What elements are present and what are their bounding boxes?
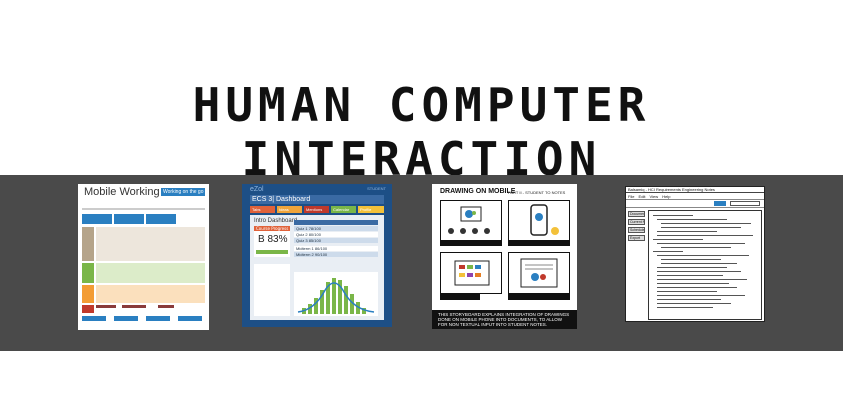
storyboard-panel [508,252,570,294]
sidebar-item-documents: Documents [628,211,645,217]
thumbnail-mobile-working[interactable]: Mobile Working Working on the go [78,184,209,330]
text-line [661,223,751,224]
text-line [657,267,727,268]
table-row: Midterm 2 90/100 [294,252,378,257]
drawing-sketch [454,260,490,286]
text-line [657,283,729,284]
text-line [653,215,693,216]
bar [122,305,146,308]
document-sketch [520,258,558,288]
text-line [661,227,741,228]
panel-caption [440,294,480,300]
toolbar-field [730,201,760,206]
text-line [661,247,731,248]
color-block [178,316,202,321]
text-line [657,275,723,276]
side-list [254,264,290,316]
dashboard-header: ECS 3| Dashboard [250,195,384,204]
toolbar [626,199,764,208]
color-block [114,214,144,224]
tab-ideas: Ideas [277,206,302,213]
text-line [657,307,713,308]
grid-row [96,227,205,261]
tab-tabs: Tabs [250,206,275,213]
text-line [657,235,753,236]
sidebar-item-schedule: Schedule [628,227,645,233]
phone-sketch [530,204,559,236]
table-row: Quiz 1 78/100 [294,226,378,231]
window-titlebar: Balsamiq - HCI Requirements Engineering … [626,187,764,193]
storyboard-title: DRAWING ON MOBILE [440,188,516,195]
bar [158,305,174,308]
text-line [661,263,737,264]
menu-bar: File Edit View Help [628,194,671,199]
panel-caption [508,294,570,300]
color-block [82,214,112,224]
storyboard-footer: THIS STORYBOARD EXPLAINS INTEGRATION OF … [432,310,577,329]
text-line [657,231,717,232]
text-line [657,287,737,288]
thumbnail-tag: Working on the go [161,188,205,196]
text-line [657,303,731,304]
panel-caption [508,240,570,246]
tab-calendar: Calendar [331,206,356,213]
table-row: Quiz 3 85/100 [294,238,378,243]
bell-curve-chart [297,278,375,314]
color-block [114,316,138,321]
row-label [82,227,94,261]
panel-label: Intro Dashboard [254,218,298,224]
user-label: STUDENT [367,186,386,191]
text-line [661,259,721,260]
storyboard-subtitle: PART II - STUDENT TO NOTES [508,190,566,195]
storyboard-panel [508,200,570,246]
thumbnail-storyboard[interactable]: DRAWING ON MOBILE PART II - STUDENT TO N… [432,184,577,329]
storyboard-panel [440,252,502,294]
thumbnail-title: Mobile Working [84,186,160,198]
text-line [653,251,683,252]
divider [82,208,205,210]
color-block [82,316,106,321]
toolbar-button [714,201,726,206]
bar [96,305,116,308]
text-line [657,299,721,300]
row-label [82,305,94,313]
classroom-sketch [448,206,490,234]
page-title: HUMAN COMPUTER INTERACTION [192,78,651,186]
tab-profile: Profile [358,206,384,213]
row-label [82,285,94,303]
grade-value: B 83% [258,234,288,245]
row-label [82,263,94,283]
grid-row [96,263,205,283]
color-block [146,316,170,321]
progress-label: Course Progress [254,226,290,231]
table-row: Quiz 2 80/100 [294,232,378,237]
sidebar-item-current-notes: Current Notes [628,219,645,225]
sidebar-item-export: Export [628,235,645,241]
note-document [648,210,762,320]
panel-caption [440,240,502,246]
distribution-chart [294,272,378,316]
text-line [657,291,717,292]
color-block [146,214,176,224]
thumbnail-notes-wireframe[interactable]: Balsamiq - HCI Requirements Engineering … [625,186,765,322]
thumbnail-dashboard[interactable]: eZol STUDENT ECS 3| Dashboard Tabs Ideas… [242,184,392,327]
logo: eZol [250,186,264,193]
tab-mentions: Mentions [304,206,329,213]
text-line [657,271,741,272]
storyboard-panel [440,200,502,246]
table-row: Midterm 1 86/100 [294,246,378,251]
text-line [653,239,703,240]
table-header [294,220,378,225]
progress-bar [256,250,288,254]
text-line [657,279,747,280]
text-line [657,295,745,296]
text-line [657,243,745,244]
grid-row [96,285,205,303]
text-line [657,219,727,220]
text-line [657,255,749,256]
